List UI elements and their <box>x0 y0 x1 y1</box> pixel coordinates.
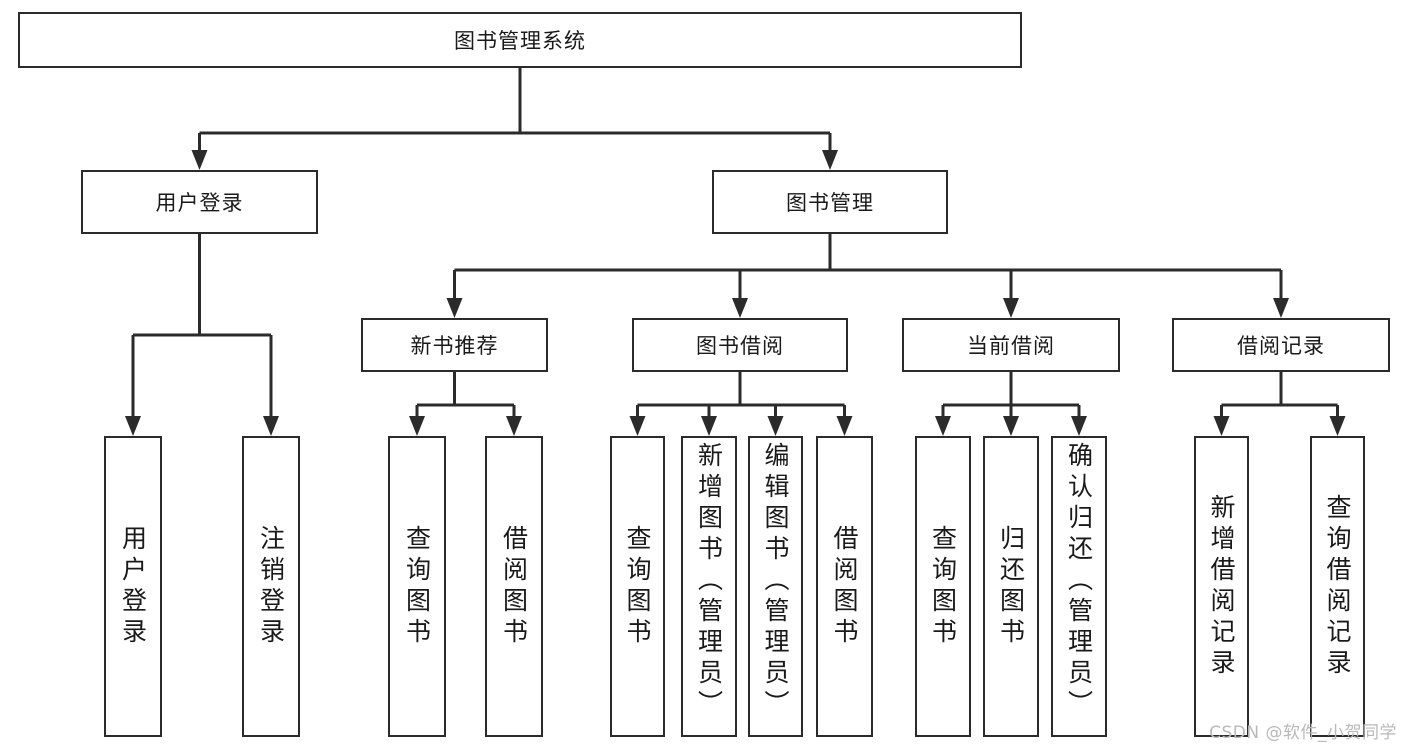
arrowhead-icon <box>1071 416 1087 436</box>
node-label: 用户登录 <box>118 524 148 649</box>
arrowhead-icon <box>836 416 853 436</box>
node-label: 注销登录 <box>256 524 286 649</box>
node-leaf-query3: 查询图书 <box>915 436 971 737</box>
node-leaf-borrow1: 借阅图书 <box>485 436 543 737</box>
node-label: 新书推荐 <box>410 334 499 358</box>
node-leaf-add: 新增图书（管理员） <box>681 436 737 737</box>
arrowhead-icon <box>1329 416 1346 436</box>
node-leaf-return: 归还图书 <box>983 436 1039 737</box>
arrowhead-icon <box>701 416 717 436</box>
arrowhead-icon <box>191 150 208 170</box>
node-label: 用户登录 <box>155 191 244 215</box>
node-label: 图书管理系统 <box>454 29 586 53</box>
arrowhead-icon <box>506 416 522 436</box>
node-label: 归还图书 <box>996 524 1026 649</box>
arrowhead-icon <box>263 416 279 436</box>
node-newbook: 新书推荐 <box>361 318 548 372</box>
node-root: 图书管理系统 <box>18 12 1022 68</box>
node-leaf-query1: 查询图书 <box>388 436 446 737</box>
arrowhead-icon <box>767 416 784 436</box>
arrowhead-icon <box>935 416 951 436</box>
node-label: 编辑图书（管理员） <box>761 442 790 721</box>
node-label: 查询图书 <box>928 524 958 649</box>
arrowhead-icon <box>409 416 425 436</box>
node-leaf-login: 用户登录 <box>104 436 162 737</box>
node-label: 图书借阅 <box>696 334 784 358</box>
node-leaf-logout: 注销登录 <box>242 436 300 737</box>
node-label: 新增图书（管理员） <box>694 442 724 721</box>
node-login: 用户登录 <box>81 170 318 234</box>
arrowhead-icon <box>732 298 748 318</box>
arrowhead-icon <box>1273 298 1289 318</box>
arrowhead-icon <box>1213 416 1230 436</box>
arrowhead-icon <box>822 150 838 170</box>
node-leaf-edit: 编辑图书（管理员） <box>748 436 803 737</box>
node-label: 借阅图书 <box>499 524 529 649</box>
node-leaf-addrec: 新增借阅记录 <box>1194 436 1249 737</box>
node-label: 借阅图书 <box>830 524 859 649</box>
node-leaf-query2: 查询图书 <box>610 436 665 737</box>
watermark: CSDN @软件_小贺同学 <box>1209 723 1397 743</box>
node-borrow: 图书借阅 <box>632 318 848 372</box>
node-label: 查询图书 <box>402 524 432 649</box>
arrowhead-icon <box>446 298 463 318</box>
arrowhead-icon <box>629 416 646 436</box>
node-leaf-borrow2: 借阅图书 <box>816 436 873 737</box>
node-label: 查询图书 <box>623 524 652 649</box>
node-label: 借阅记录 <box>1237 334 1325 358</box>
node-label: 确认归还（管理员） <box>1064 442 1094 721</box>
node-label: 当前借阅 <box>967 334 1055 358</box>
node-label: 新增借阅记录 <box>1207 493 1236 680</box>
arrowhead-icon <box>125 416 141 436</box>
node-leaf-queryrec: 查询借阅记录 <box>1310 436 1365 737</box>
node-label: 图书管理 <box>786 191 874 215</box>
node-bookmgr: 图书管理 <box>712 170 948 234</box>
arrowhead-icon <box>1003 416 1019 436</box>
node-records: 借阅记录 <box>1172 318 1390 372</box>
node-label: 查询借阅记录 <box>1323 493 1352 680</box>
node-current: 当前借阅 <box>902 318 1120 372</box>
node-leaf-confirm: 确认归还（管理员） <box>1051 436 1107 737</box>
arrowhead-icon <box>1003 298 1019 318</box>
